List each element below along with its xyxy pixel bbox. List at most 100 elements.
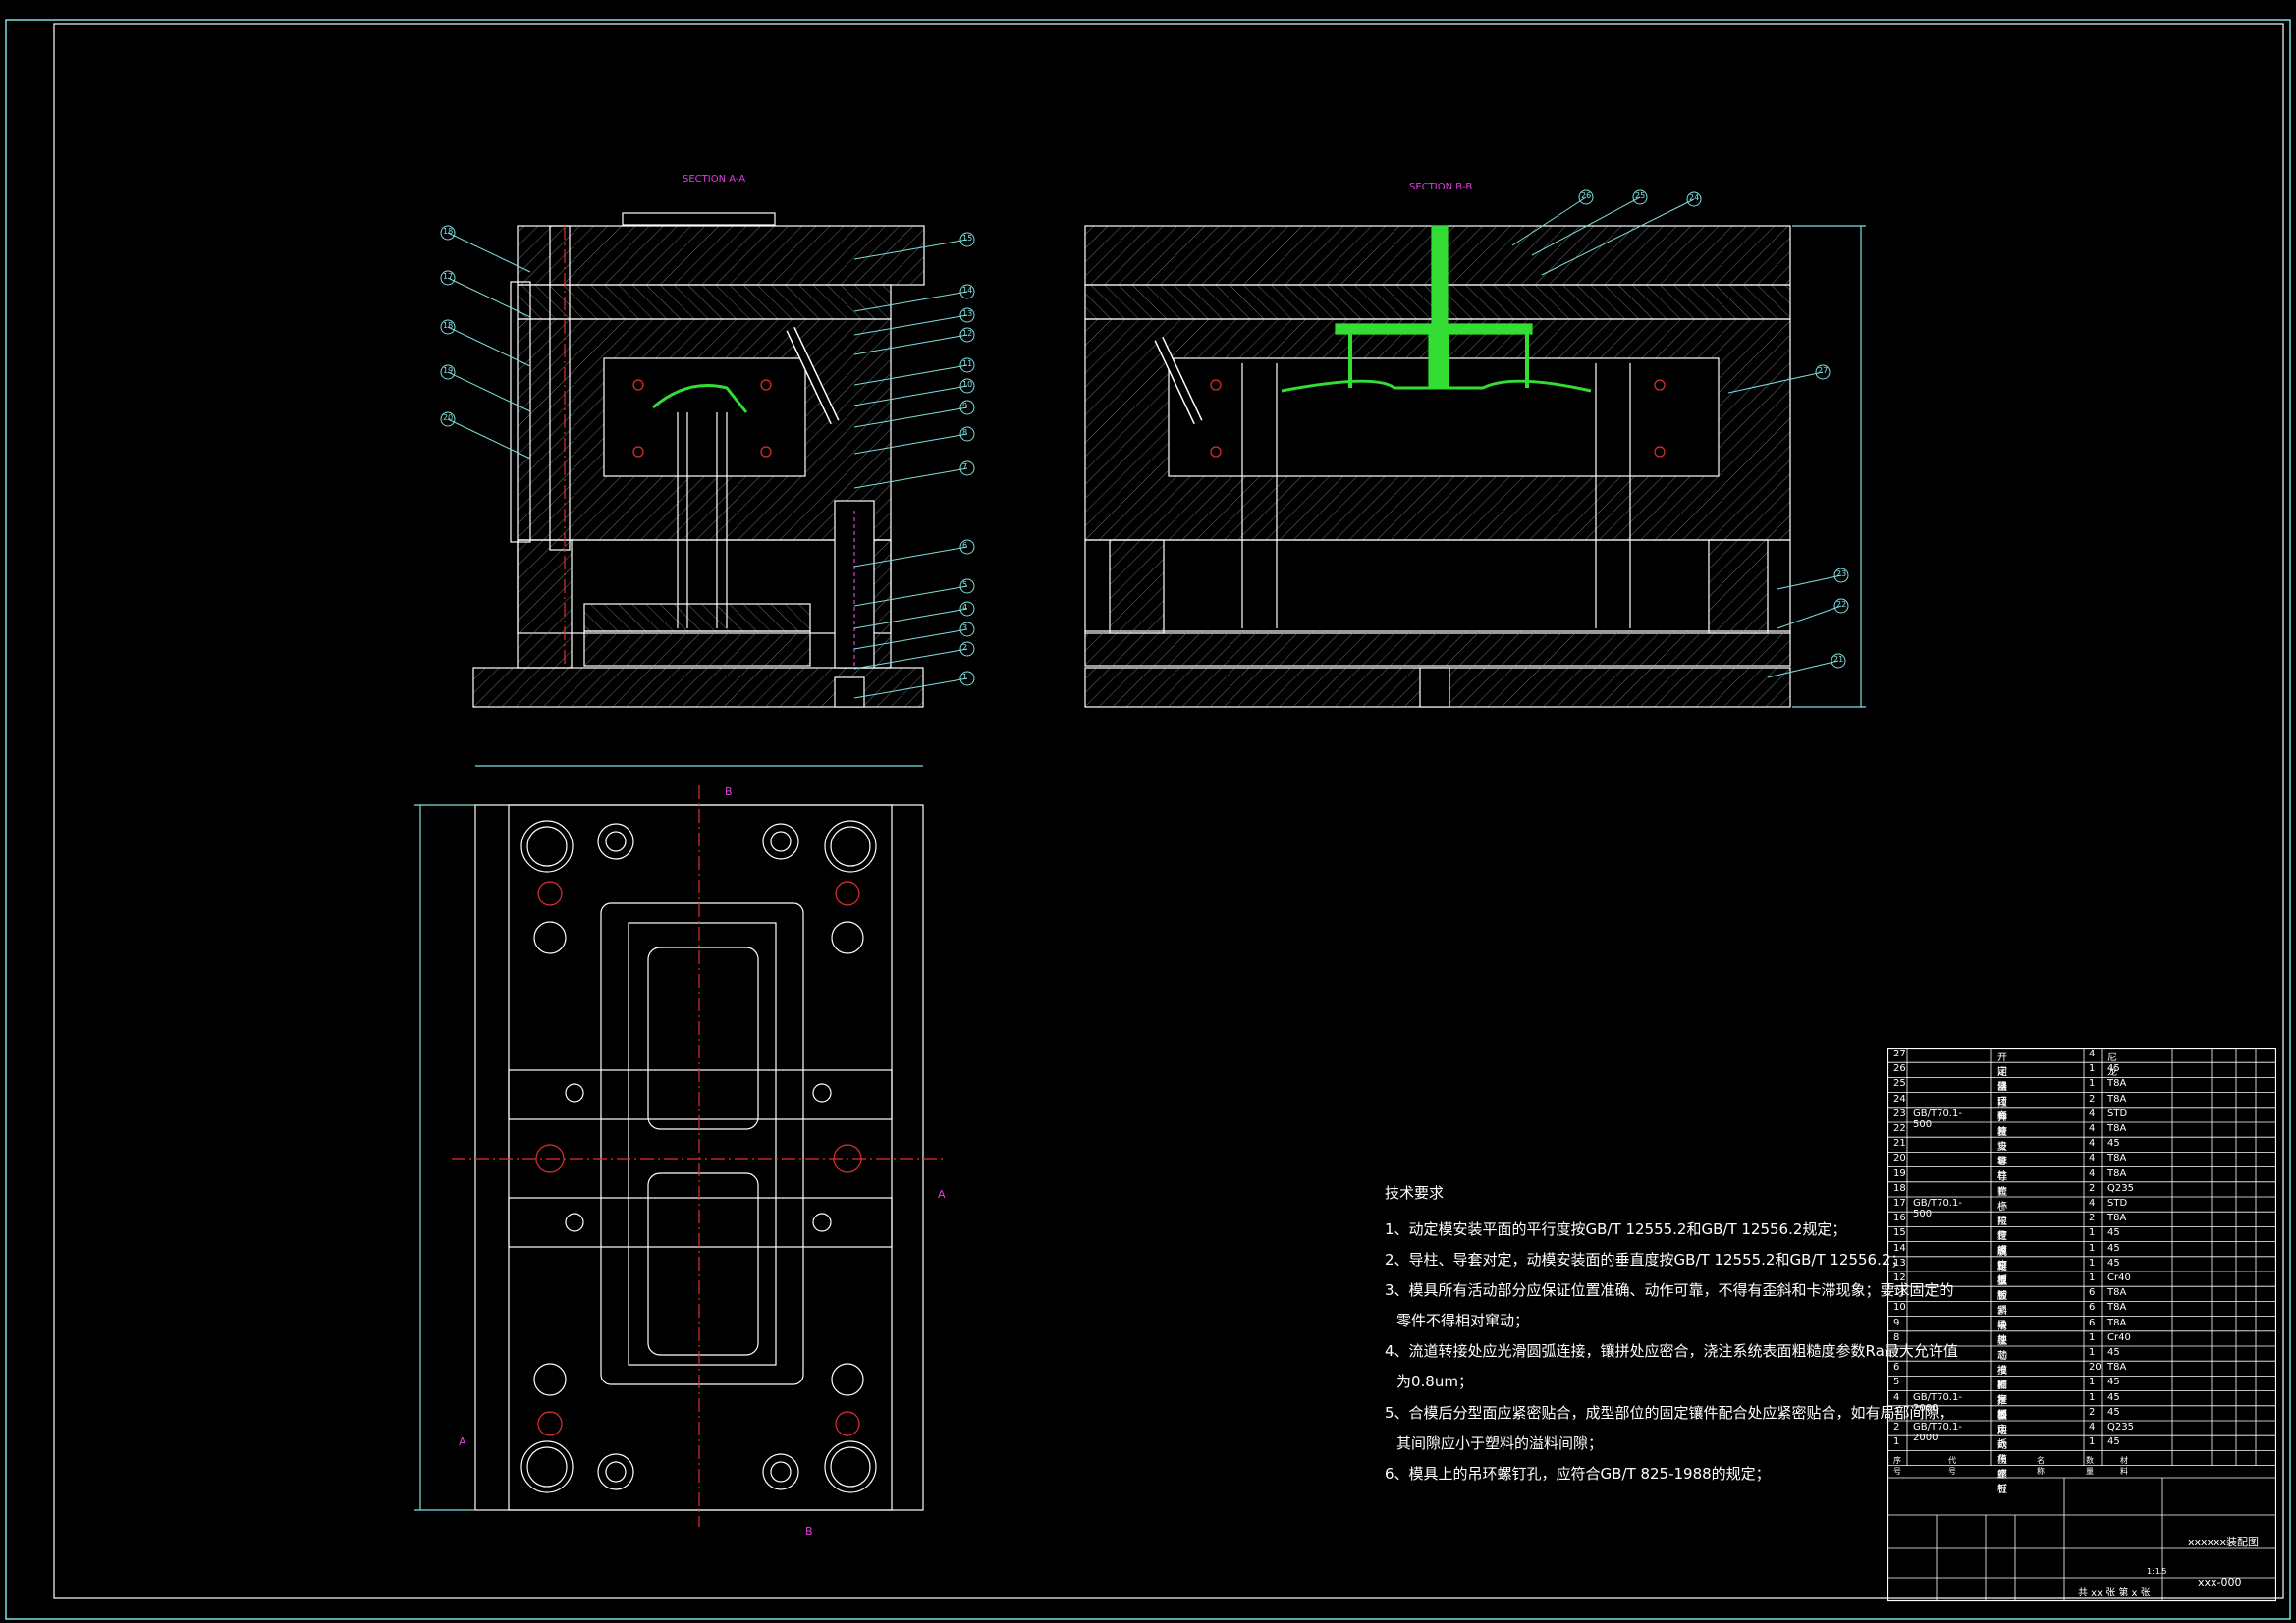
bom-cell-mat: T8A: [2107, 1078, 2127, 1090]
bom-cell-mat: STD: [2107, 1108, 2128, 1119]
balloon-number: 19: [443, 366, 454, 375]
balloon-circle: [440, 411, 456, 427]
bom-cell-mat: STD: [2107, 1198, 2128, 1209]
bom-cell-qty: 4: [2089, 1153, 2096, 1164]
balloon-circle: [959, 357, 975, 373]
requirement-line: 其间隙应小于塑料的溢料间隙；: [1396, 1434, 1604, 1452]
bom-cell-qty: 2: [2089, 1182, 2096, 1194]
bom-cell-no: 1: [1893, 1436, 1900, 1448]
balloon-number: 27: [1818, 366, 1829, 375]
balloon-circle: [1686, 191, 1702, 207]
bom-cell-mat: 45: [2107, 1436, 2120, 1448]
bom-cell-no: 20: [1893, 1153, 1906, 1164]
requirement-line: 1、动定模安装平面的平行度按GB/T 12555.2和GB/T 12556.2规…: [1385, 1220, 1847, 1238]
balloon-leader: [1511, 196, 1587, 246]
bom-cell-mat: 45: [2107, 1377, 2120, 1388]
bom-cell-name: 垃圾钉: [1997, 1127, 2007, 1167]
balloon-number: 10: [962, 380, 973, 389]
balloon-number: 3: [962, 623, 968, 632]
bom-cell-mat: 45: [2107, 1242, 2120, 1254]
bom-cell-name: 型腔: [1997, 1276, 2007, 1302]
bom-cell-mat: Cr40: [2107, 1331, 2131, 1343]
bom-cell-qty: 2: [2089, 1213, 2096, 1224]
bom-cell-mat: Cr40: [2107, 1272, 2131, 1283]
requirement-line: 6、模具上的吊环螺钉孔，应符合GB/T 825-1988的规定；: [1385, 1465, 1771, 1483]
bom-cell-name: 锁紧块: [1997, 1291, 2007, 1332]
bom-cell-no: 15: [1893, 1227, 1906, 1239]
balloon-circle: [1815, 364, 1831, 380]
requirement-line: 4、流道转接处应光滑圆弧连接，镶拼处应密合，浇注系统表面粗糙度参数Ra最大允许值: [1385, 1342, 1958, 1360]
bom-cell-qty: 2: [2089, 1093, 2096, 1105]
balloon-circle: [440, 364, 456, 380]
bom-cell-qty: 4: [2089, 1123, 2096, 1134]
balloon-leader: [853, 467, 968, 489]
balloon-leader: [1531, 196, 1641, 256]
bom-cell-qty: 1: [2089, 1331, 2096, 1343]
balloon-circle: [959, 601, 975, 617]
bom-cell-qty: 20: [2089, 1362, 2102, 1374]
bom-cell-name: 定位环: [1997, 1067, 2007, 1109]
bom-cell-qty: 4: [2089, 1167, 2096, 1179]
bom-table-grid: [1887, 1048, 2276, 1602]
bom-header-no: 序号: [1893, 1456, 1901, 1476]
balloon-leader: [853, 628, 968, 650]
balloon-leader: [853, 585, 968, 607]
bom-cell-name: 拉杆: [1997, 1186, 2007, 1213]
requirement-line: 5、合模后分型面应紧密贴合，成型部位的固定镶件配合处应紧密贴合，如有局部间隙，: [1385, 1404, 1954, 1422]
balloon-leader: [853, 385, 968, 406]
requirement-line: 为0.8um；: [1396, 1373, 1473, 1390]
bom-cell-name: 导柱: [1997, 1157, 2007, 1183]
bom-cell-qty: 4: [2089, 1108, 2096, 1119]
bom-cell-no: 17: [1893, 1198, 1906, 1209]
bom-cell-mat: 尼龙: [2107, 1053, 2117, 1078]
balloon-circle: [1578, 189, 1594, 205]
bom-cell-qty: 1: [2089, 1242, 2096, 1254]
balloon-number: 24: [1689, 193, 1700, 202]
balloon-number: 12: [962, 329, 973, 338]
bom-cell-std: GB/T70.1-500: [1913, 1108, 1962, 1130]
bom-cell-qty: 4: [2089, 1049, 2096, 1059]
balloon-number: 7: [962, 462, 968, 471]
bom-cell-mat: T8A: [2107, 1317, 2127, 1328]
bom-cell-qty: 6: [2089, 1287, 2096, 1299]
bom-cell-qty: 4: [2089, 1198, 2096, 1209]
bom-cell-qty: 4: [2089, 1422, 2096, 1433]
bom-cell-name: 垫块: [1997, 1410, 2007, 1436]
bom-cell-no: 23: [1893, 1108, 1906, 1119]
sheet-count: 共 xx 张 第 x 张: [2078, 1588, 2151, 1598]
balloon-number: 1: [962, 673, 968, 681]
bom-cell-mat: T8A: [2107, 1093, 2127, 1105]
plan-view: [414, 765, 943, 1527]
bom-cell-name: 内六角螺钉: [1997, 1426, 2007, 1495]
plan-mark-a-right: A: [938, 1188, 946, 1201]
balloon-leader: [447, 418, 531, 460]
requirement-line: 零件不得相对窜动；: [1396, 1312, 1530, 1329]
balloon-circle: [959, 232, 975, 247]
balloon-number: 18: [443, 227, 454, 236]
section-a-title: SECTION A-A: [683, 174, 746, 185]
balloon-leader: [1777, 574, 1842, 590]
bom-cell-no: 9: [1893, 1317, 1900, 1328]
bom-cell-qty: 2: [2089, 1406, 2096, 1418]
bom-cell-no: 13: [1893, 1257, 1906, 1269]
balloon-circle: [959, 307, 975, 323]
bom-cell-name: 定模座板: [1997, 1231, 2007, 1287]
bom-cell-mat: 45: [2107, 1227, 2120, 1239]
section-a-view: [472, 212, 925, 708]
bom-header-mat: 材料: [2120, 1456, 2128, 1476]
bom-cell-no: 12: [1893, 1272, 1906, 1283]
balloon-number: 14: [962, 286, 973, 295]
balloon-leader: [1777, 605, 1842, 629]
balloon-circle: [440, 319, 456, 335]
drawing-title: xxxxxx装配图: [2188, 1536, 2260, 1548]
balloon-leader: [853, 291, 968, 312]
bom-cell-std: GB/T70.1-2000: [1913, 1391, 1962, 1414]
bom-cell-name: 定模板: [1997, 1261, 2007, 1302]
bom-cell-mat: Q235: [2107, 1182, 2134, 1194]
bom-cell-mat: 45: [2107, 1257, 2120, 1269]
balloon-leader: [853, 433, 968, 455]
bom-cell-no: 21: [1893, 1138, 1906, 1150]
bom-header-name: 名称: [2037, 1456, 2045, 1476]
bom-cell-name: 弹簧: [1997, 1111, 2007, 1138]
